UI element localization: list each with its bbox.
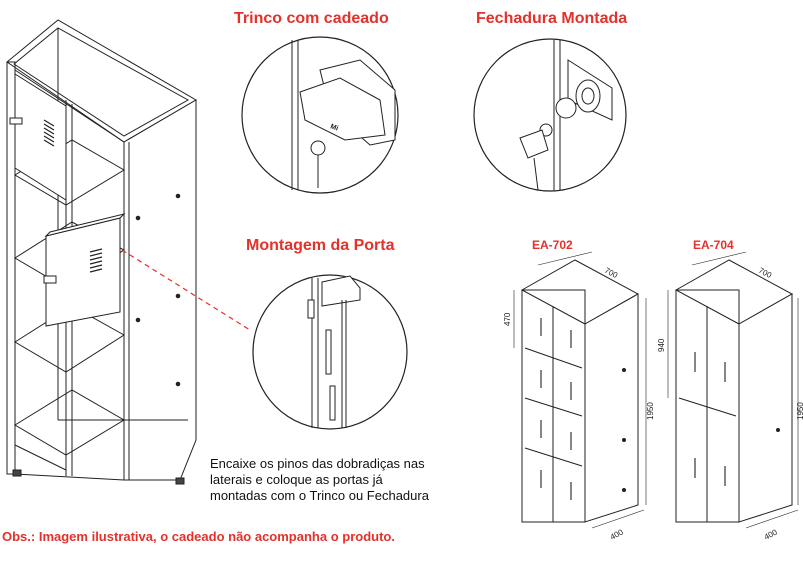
observation-note: Obs.: Imagem ilustrativa, o cadeado não … (2, 529, 395, 544)
ea702-compartment-label: 470 (503, 312, 512, 326)
title-montagem: Montagem da Porta (246, 237, 395, 254)
ea702-height-label: 1950 (646, 402, 655, 420)
assembly-instructions: Encaixe os pinos das dobradiças nas late… (210, 456, 429, 504)
title-fechadura: Fechadura Montada (476, 10, 628, 27)
ea702-depth-label: 700 (603, 266, 619, 280)
ea704-height-label: 1950 (796, 402, 803, 420)
model-ea-704: EA-704 (693, 238, 734, 252)
instruction-line: montadas com o Trinco ou Fechadura (210, 488, 429, 503)
instruction-line: laterais e coloque as portas já (210, 472, 383, 487)
ea704-compartment-label: 940 (657, 338, 666, 352)
large-locker-drawing (6, 19, 197, 485)
leader-line (121, 249, 251, 331)
montagem-detail (252, 274, 408, 430)
ea702-width-label: 400 (609, 527, 625, 541)
ea704-depth-label: 700 (757, 266, 773, 280)
ea-704-drawing (667, 251, 799, 529)
instruction-line: Encaixe os pinos das dobradiças nas (210, 456, 425, 471)
svg-text:Mi: Mi (329, 123, 339, 132)
ea704-width-label: 400 (763, 527, 779, 541)
title-trinco: Trinco com cadeado (234, 10, 389, 27)
fechadura-detail (473, 38, 627, 192)
trinco-detail: Mi (241, 36, 399, 194)
ea-702-drawing (513, 251, 647, 529)
model-ea-702: EA-702 (532, 238, 573, 252)
